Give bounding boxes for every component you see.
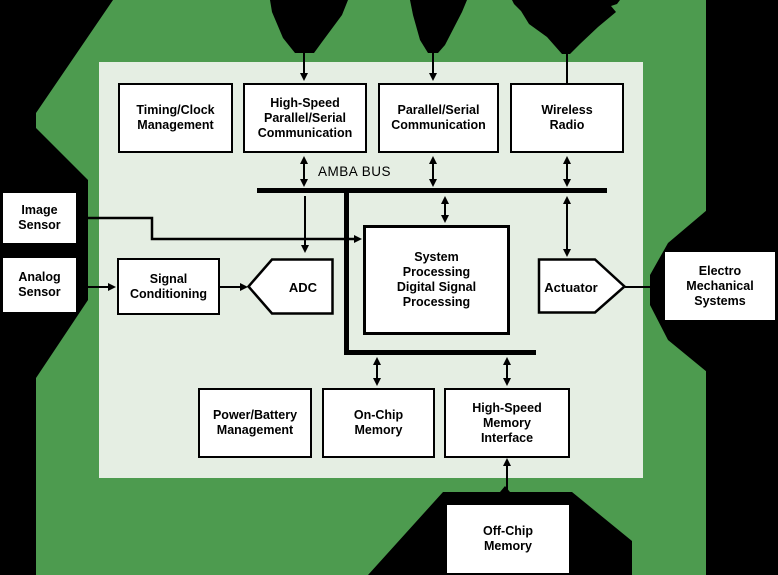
label-analog-sensor: Analog Sensor bbox=[3, 258, 76, 312]
block-onchip-memory: On-Chip Memory bbox=[322, 388, 435, 458]
block-power-battery: Power/Battery Management bbox=[198, 388, 312, 458]
block-highspeed-comm: High-Speed Parallel/Serial Communication bbox=[243, 83, 367, 153]
block-hs-memory-interface: High-Speed Memory Interface bbox=[444, 388, 570, 458]
label-offchip-memory: Off-Chip Memory bbox=[447, 505, 569, 573]
amba-bus-label: AMBA BUS bbox=[318, 164, 392, 179]
block-timing-clock: Timing/Clock Management bbox=[118, 83, 233, 153]
amba-bus-bar bbox=[257, 188, 607, 193]
block-wireless-radio: Wireless Radio bbox=[510, 83, 624, 153]
label-electro-mechanical: Electro Mechanical Systems bbox=[665, 252, 775, 320]
bus-vertical-trunk bbox=[344, 188, 349, 355]
block-system-processing: System Processing Digital Signal Process… bbox=[363, 225, 510, 335]
label-image-sensor: Image Sensor bbox=[3, 193, 76, 243]
block-signal-conditioning: Signal Conditioning bbox=[117, 258, 220, 315]
block-parallel-serial-comm: Parallel/Serial Communication bbox=[378, 83, 499, 153]
memory-bus-bar bbox=[344, 350, 536, 355]
